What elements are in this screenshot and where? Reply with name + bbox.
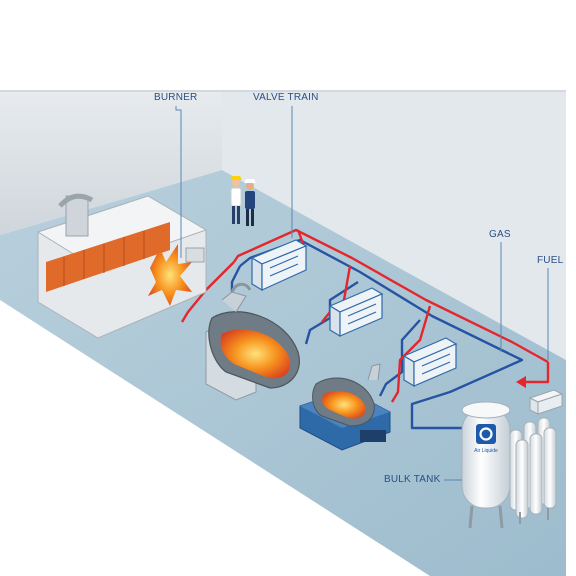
burner-label: BURNER xyxy=(154,92,198,103)
furnace-flame-burst xyxy=(148,244,192,306)
valve-train-icon xyxy=(250,239,458,388)
gas-label: GAS xyxy=(489,229,511,240)
fuel-inlet-arrow xyxy=(516,376,526,388)
furnace-icon xyxy=(36,193,208,339)
valve-train-skid-1 xyxy=(250,239,308,292)
callout-lines xyxy=(175,106,549,481)
fuel-label: FUEL xyxy=(537,255,564,266)
fuel-inlet-line xyxy=(522,362,550,384)
valve-train-skid-3 xyxy=(402,337,458,388)
rotary-furnace-icon xyxy=(205,282,300,401)
valve-train-skid-2 xyxy=(328,287,384,338)
fuel-pipe-to-burner xyxy=(180,261,235,323)
bulk-tank-label: BULK TANK xyxy=(384,474,441,485)
ladle-furnace-icon xyxy=(299,363,391,451)
burner-callout-line xyxy=(175,106,182,258)
fuel-pipe-network xyxy=(180,228,550,403)
fuel-pipe-branch-3 xyxy=(390,305,432,403)
ladle-furnace-melt xyxy=(322,390,366,419)
oxygen-pipe-branch-3 xyxy=(378,319,421,397)
back-wall-left xyxy=(0,92,222,235)
fuel-pipe-branch-1 xyxy=(296,229,306,247)
vaporizer-icon xyxy=(509,417,557,524)
fuel-valve-icon xyxy=(528,389,564,415)
rotary-furnace-melt xyxy=(220,329,291,379)
furnace-fire-band xyxy=(46,222,170,292)
tank-logo: Air Liquide xyxy=(474,424,498,454)
fuel-pipe-main xyxy=(233,228,549,364)
back-wall-right xyxy=(222,92,566,360)
bulk-tank-icon: Air Liquide xyxy=(461,401,511,529)
valve-train-label: VALVE TRAIN xyxy=(253,92,319,103)
tank-logo-text: Air Liquide xyxy=(474,448,498,454)
workers-icon xyxy=(230,176,256,226)
